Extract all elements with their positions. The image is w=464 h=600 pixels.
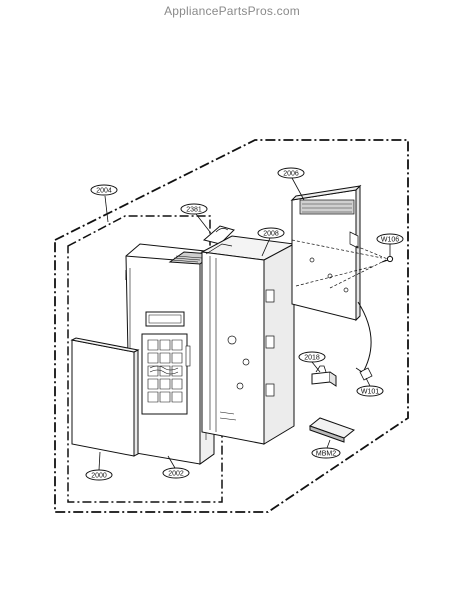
- label-2000: 2000: [85, 469, 113, 481]
- svg-text:2004: 2004: [96, 188, 112, 195]
- front-cover: [70, 337, 140, 457]
- label-2381: 2381: [180, 203, 208, 215]
- svg-text:2018: 2018: [304, 355, 320, 362]
- svg-text:2006: 2006: [283, 171, 299, 178]
- bracket-part: [202, 225, 235, 245]
- svg-text:2002: 2002: [168, 471, 184, 478]
- watermark: AppliancePartsPros.com: [164, 4, 300, 18]
- leader-lines: [98, 177, 391, 471]
- pcb-housing-box: [200, 235, 296, 445]
- svg-text:MBM2: MBM2: [316, 451, 336, 458]
- outer-assembly-boundary: [54, 139, 409, 513]
- label-w101: W101: [356, 385, 384, 397]
- label-2006: 2006: [277, 167, 305, 179]
- pcb-board: [290, 184, 362, 322]
- label-2004: 2004: [90, 184, 118, 196]
- svg-text:2008: 2008: [263, 231, 279, 238]
- svg-text:W101: W101: [361, 389, 379, 396]
- screw-w106: [381, 255, 394, 263]
- part-2018: [311, 365, 337, 387]
- control-panel-frame: [125, 243, 215, 465]
- label-w106: W106: [376, 233, 404, 245]
- label-mbm2: MBM2: [311, 447, 341, 459]
- label-2018: 2018: [298, 351, 326, 363]
- label-2002: 2002: [162, 467, 190, 479]
- svg-text:W106: W106: [381, 237, 399, 244]
- svg-text:2381: 2381: [186, 207, 202, 214]
- label-2008: 2008: [257, 227, 285, 239]
- alignment-lines: [291, 239, 391, 289]
- wire-harness-w101: [355, 301, 373, 381]
- part-mbm2: [308, 417, 356, 443]
- svg-text:2000: 2000: [91, 473, 107, 480]
